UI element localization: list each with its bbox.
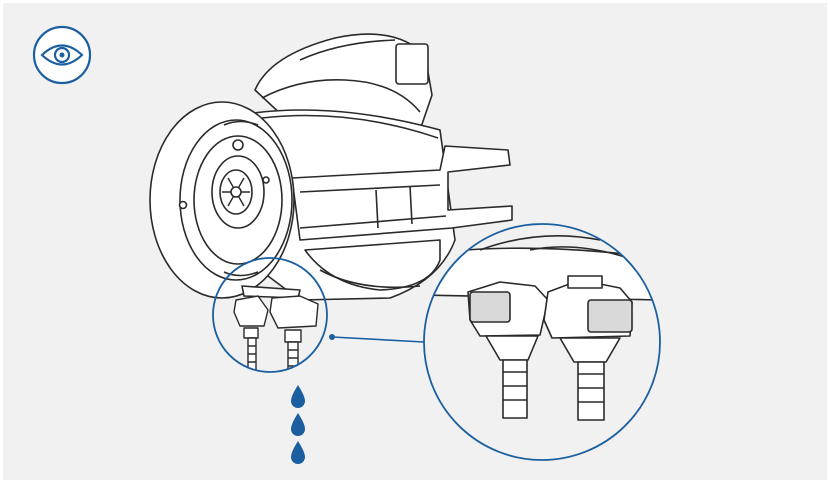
water-drop-icon bbox=[291, 385, 305, 408]
callout-line bbox=[331, 336, 425, 343]
outlet-detail-small bbox=[212, 257, 328, 373]
outlet-detail-zoom bbox=[423, 223, 661, 461]
water-drop-icon bbox=[291, 441, 305, 464]
water-drop-icon bbox=[291, 413, 305, 436]
pump-housing bbox=[149, 33, 513, 301]
eye-icon bbox=[32, 25, 92, 85]
water-drops bbox=[291, 385, 305, 464]
callout-dot bbox=[329, 334, 335, 340]
